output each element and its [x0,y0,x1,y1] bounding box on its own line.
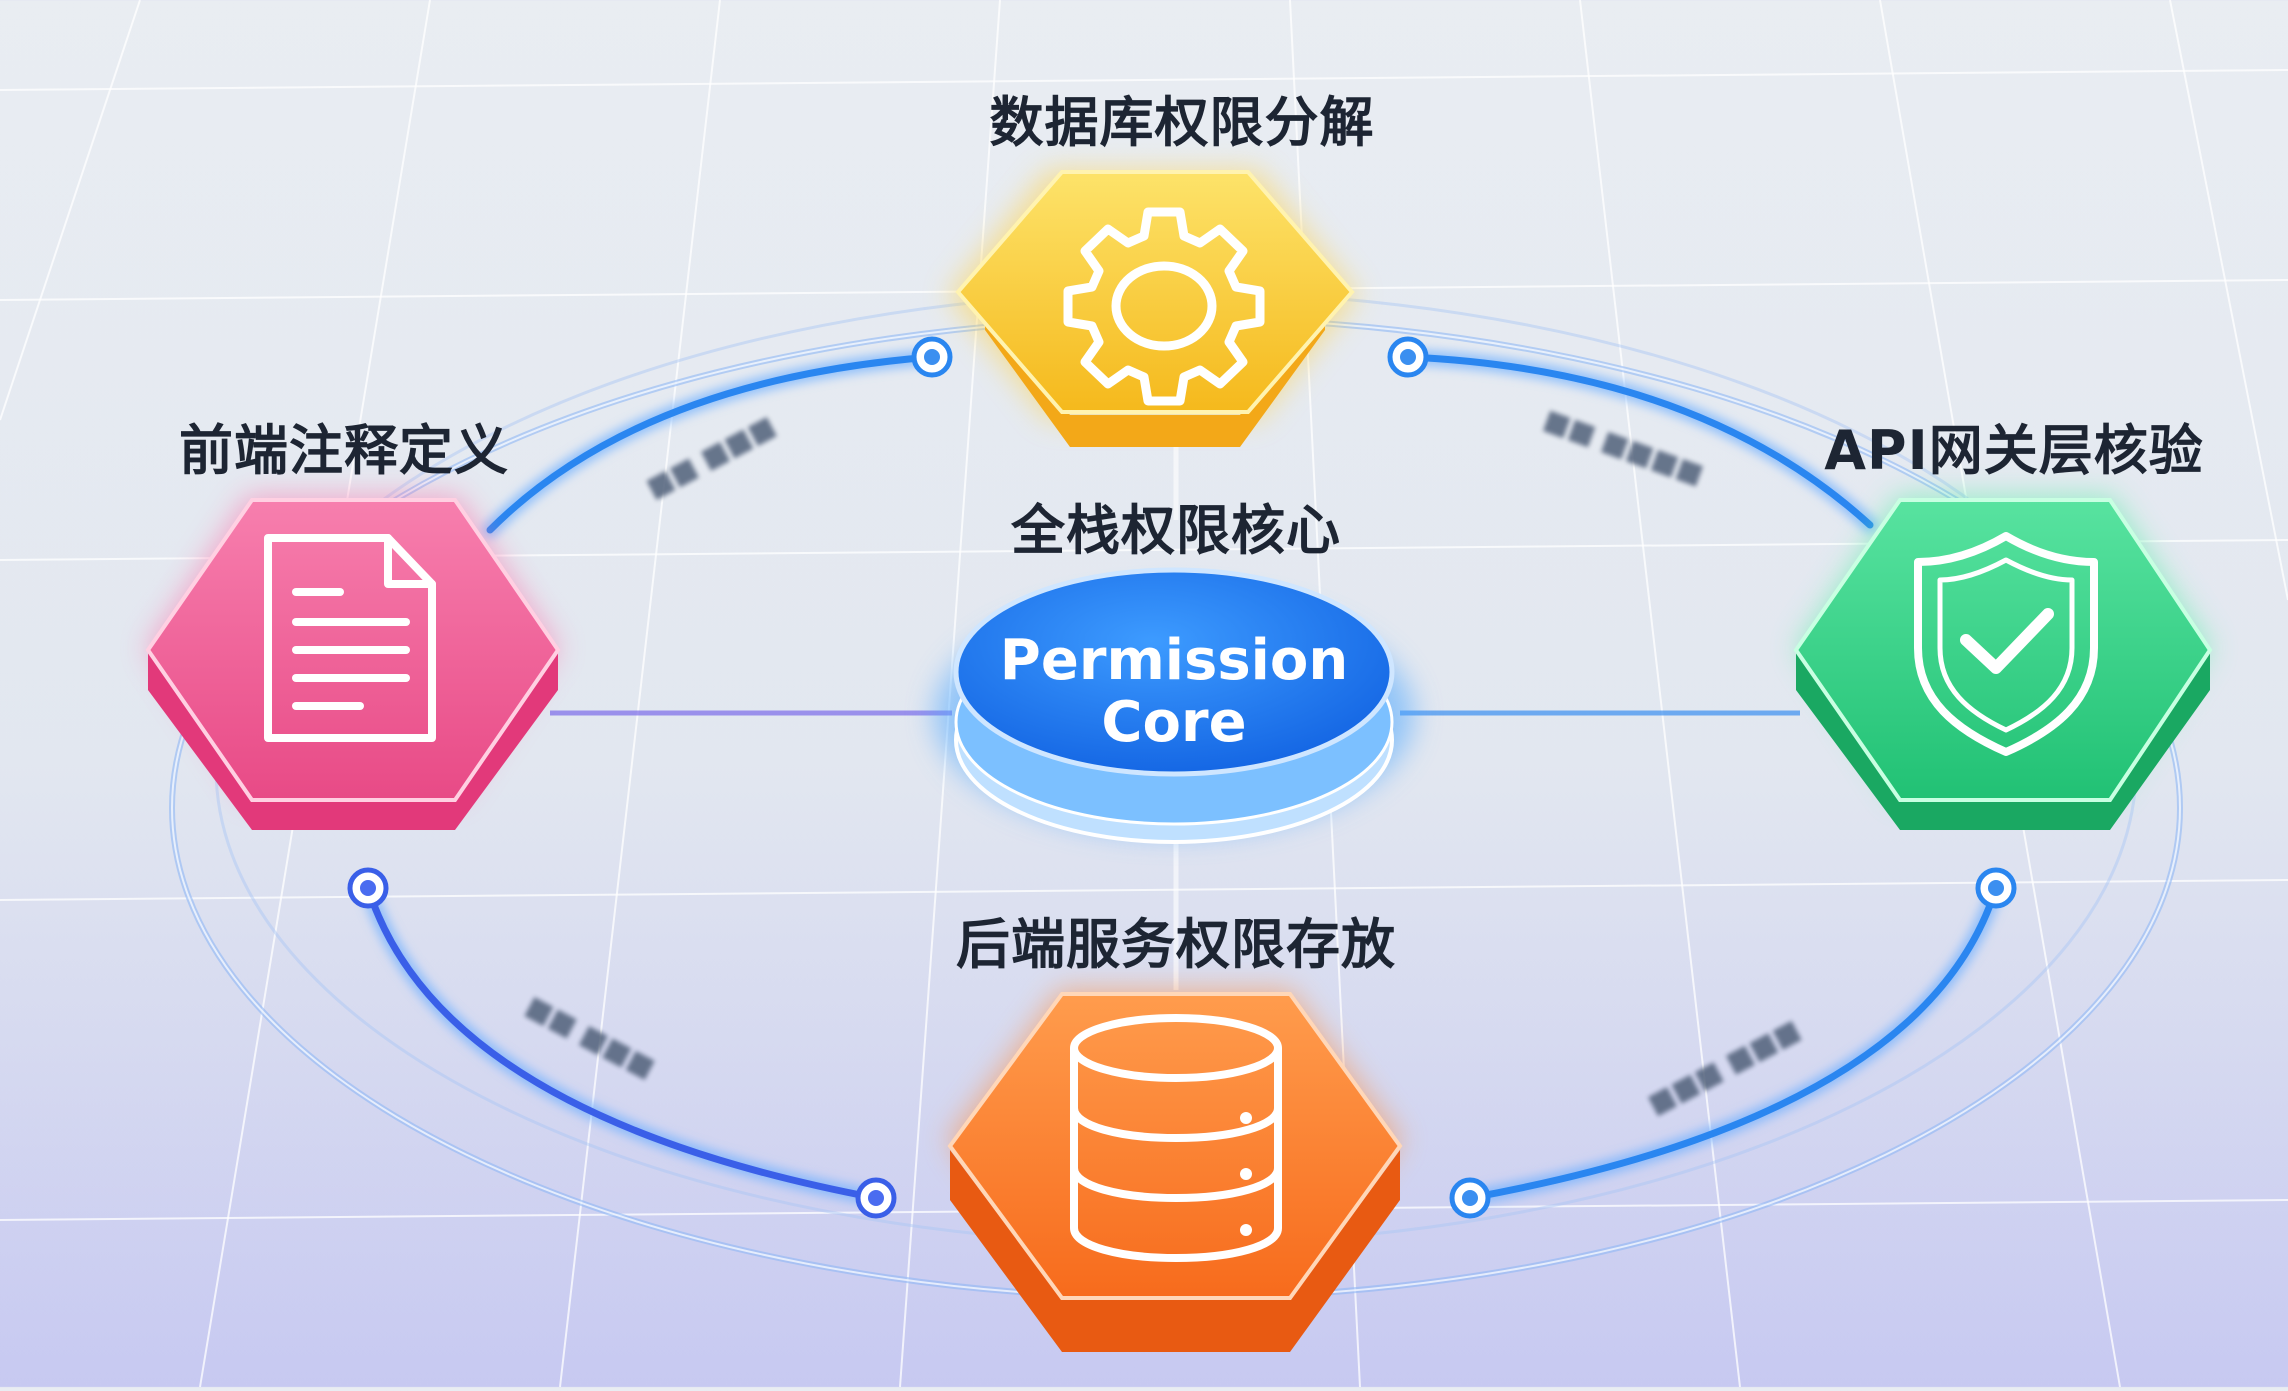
node-label-right: API网关层核验 [1824,406,2203,485]
connector-dot [1452,1180,1488,1216]
node-frontend-annotation [146,495,560,830]
core-badge-line2: Core [1101,690,1246,755]
node-database-decomposition [948,170,1358,447]
node-label-bottom: 后端服务权限存放 [956,900,1396,979]
node-backend-storage [948,990,1402,1352]
connector-dot [1978,870,2014,906]
node-api-gateway-verification [1796,495,2212,830]
node-label-top: 数据库权限分解 [990,78,1375,157]
core-badge-line1: Permission [1000,628,1348,693]
node-label-left: 前端注释定义 [179,406,509,485]
connector-dot [1390,339,1426,375]
center-title: 全栈权限核心 [1011,486,1341,565]
connector-dot [914,339,950,375]
connector-dot [858,1180,894,1216]
connector-dot [350,870,386,906]
